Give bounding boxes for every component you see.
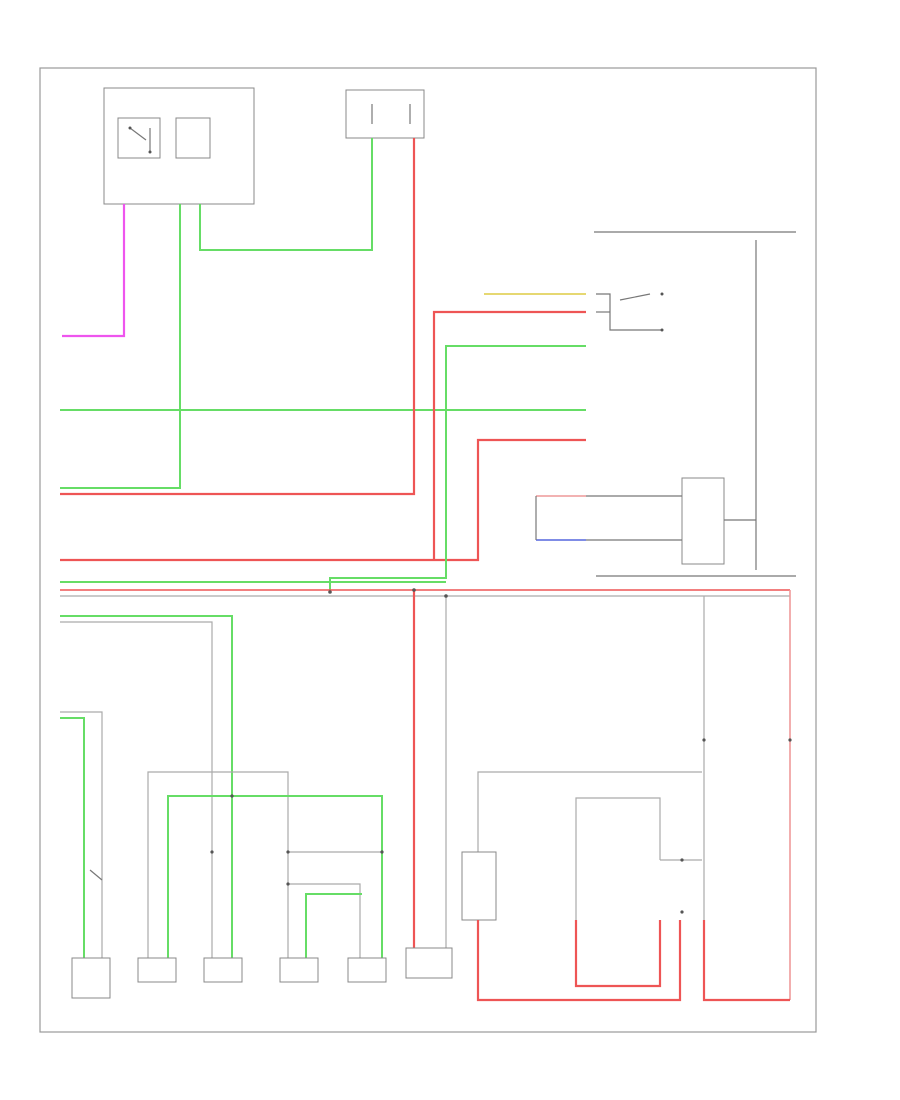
wire-green-top-right	[199, 138, 373, 251]
component-switch-right	[596, 292, 664, 332]
wire-red-main-vertical	[60, 138, 416, 496]
component-bottom-2	[137, 957, 177, 983]
diagram-frame	[39, 67, 817, 1033]
wire-red-upper-right	[432, 310, 586, 560]
component-relay-top-center	[345, 89, 425, 139]
wiring-bottom-right	[461, 771, 790, 1002]
wire-pink	[62, 204, 126, 338]
wire-gray-622	[60, 621, 213, 960]
component-bottom-4	[279, 957, 319, 983]
component-switch-top-left	[103, 87, 255, 205]
component-bottom-3	[203, 957, 243, 983]
wire-green-616	[60, 615, 233, 960]
wire-green-mid	[329, 345, 586, 592]
wiring-bottom-left-grid	[147, 771, 383, 960]
component-module-right	[594, 231, 796, 577]
component-bottom-5	[347, 957, 387, 983]
component-bottom-1	[71, 957, 111, 999]
connector-dots	[210, 588, 792, 914]
component-box-right-mid	[535, 477, 756, 565]
component-switch-bottom-left	[60, 711, 103, 960]
wire-red-mid	[60, 438, 586, 562]
component-bottom-6	[405, 947, 453, 979]
wire-green-left-vertical	[60, 204, 181, 489]
